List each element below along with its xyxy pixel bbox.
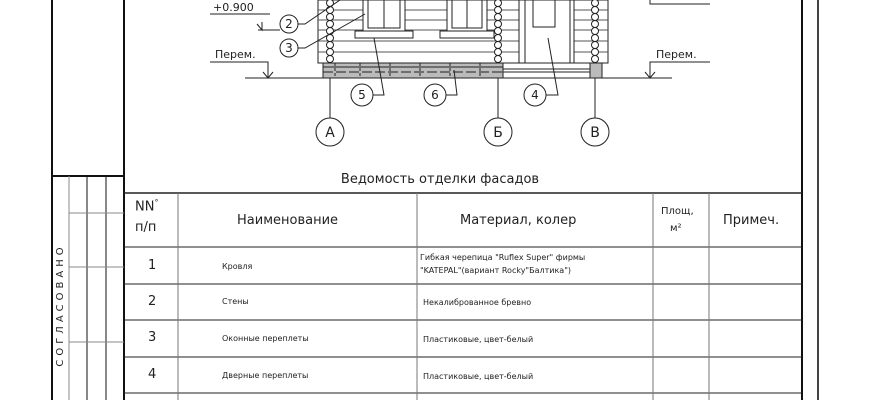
row-num: 1 xyxy=(148,258,157,273)
level-right-label: Перем. xyxy=(656,48,697,61)
side-stamp-label: СОГЛАСОВАНО xyxy=(55,243,66,366)
level-left-label: Перем. xyxy=(215,48,256,61)
header-area-1: Площ, xyxy=(661,206,694,217)
axis-v: В xyxy=(590,125,600,141)
row-material: Пластиковые, цвет-белый xyxy=(423,372,534,381)
header-num-2: п/п xyxy=(135,220,157,235)
row-material: Гибкая черепица "Ruflex Super" фирмы xyxy=(420,253,586,262)
row-material-2: "KATEPAL"(вариант Rocky"Балтика") xyxy=(420,266,572,275)
row-num: 2 xyxy=(148,294,157,309)
row-num: 3 xyxy=(148,330,157,345)
finish-table-grid xyxy=(124,192,802,400)
facade-elevation xyxy=(210,0,710,147)
row-num: 4 xyxy=(148,367,157,382)
sheet-frame xyxy=(51,0,819,400)
table-title: Ведомость отделки фасадов xyxy=(341,172,539,187)
row-name: Оконные переплеты xyxy=(222,334,309,343)
row-material: Пластиковые, цвет-белый xyxy=(423,335,534,344)
axis-a: А xyxy=(325,125,335,141)
callout-3: 3 xyxy=(285,41,293,55)
header-material: Материал, колер xyxy=(460,213,577,228)
row-name: Стены xyxy=(222,297,249,306)
axis-b: Б xyxy=(493,125,503,141)
callout-4: 4 xyxy=(531,88,539,102)
callout-6: 6 xyxy=(431,88,439,102)
level-top-label: +0.900 xyxy=(213,1,254,14)
header-num-1: NN° xyxy=(135,198,159,215)
row-name: Дверные переплеты xyxy=(222,371,309,380)
row-material: Некалиброванное бревно xyxy=(423,298,532,307)
callout-2: 2 xyxy=(285,17,293,31)
header-name: Наименование xyxy=(237,213,339,228)
header-area-2: м² xyxy=(670,223,682,234)
row-name: Кровля xyxy=(222,262,253,271)
header-note: Примеч. xyxy=(723,213,780,228)
callout-5: 5 xyxy=(358,88,366,102)
